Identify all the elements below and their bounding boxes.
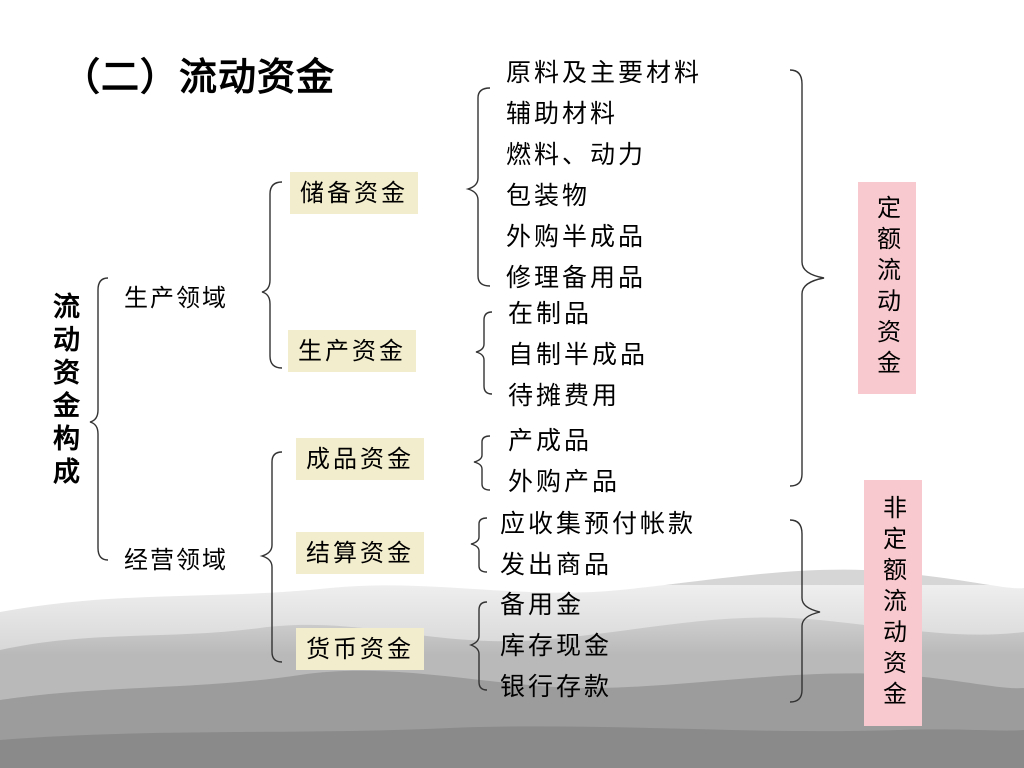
finished-items: 产成品 外购产品 [508, 420, 620, 502]
finished-items-brace [473, 435, 491, 491]
list-item: 产成品 [508, 426, 593, 455]
list-item: 发出商品 [500, 550, 613, 579]
quota-brace [789, 69, 825, 487]
monetary-items: 备用金 库存现金 银行存款 [500, 584, 612, 707]
list-item: 自制半成品 [508, 340, 649, 369]
list-item: 在制品 [508, 299, 593, 328]
list-item: 燃料、动力 [506, 140, 647, 169]
list-item: 辅助材料 [506, 99, 619, 128]
list-item: 库存现金 [500, 631, 613, 660]
production-items-brace [475, 311, 493, 395]
quota-fund-label: 定额流动资金 [858, 182, 916, 394]
list-item: 包装物 [506, 181, 591, 210]
list-item: 备用金 [500, 590, 585, 619]
operation-brace [259, 451, 283, 663]
reserve-brace [465, 87, 491, 287]
fund-reserve-box: 储备资金 [290, 172, 418, 214]
list-item: 待摊费用 [508, 381, 621, 410]
list-item: 原料及主要材料 [506, 58, 703, 87]
non-quota-fund-label: 非定额流动资金 [864, 480, 922, 726]
settlement-items: 应收集预付帐款 发出商品 [500, 503, 696, 585]
list-item: 外购产品 [508, 467, 621, 496]
reserve-items: 原料及主要材料 辅助材料 燃料、动力 包装物 外购半成品 修理备用品 [506, 52, 702, 298]
non-quota-brace [789, 519, 821, 703]
fund-monetary-box: 货币资金 [296, 628, 424, 670]
fund-settlement-box: 结算资金 [296, 532, 424, 574]
root-label: 流动资金构成 [48, 292, 79, 490]
root-brace [89, 277, 109, 561]
domain-production: 生产领域 [124, 284, 228, 312]
non-quota-fund-text: 非定额流动资金 [878, 494, 907, 712]
list-item: 银行存款 [500, 672, 613, 701]
settlement-items-brace [470, 517, 488, 573]
list-item: 修理备用品 [506, 263, 647, 292]
list-item: 应收集预付帐款 [500, 509, 697, 538]
page-title: （二）流动资金 [62, 55, 336, 99]
monetary-items-brace [469, 601, 488, 691]
domain-operation: 经营领域 [124, 546, 228, 574]
fund-production-box: 生产资金 [288, 330, 416, 372]
list-item: 外购半成品 [506, 222, 647, 251]
production-items: 在制品 自制半成品 待摊费用 [508, 293, 648, 416]
production-brace [261, 181, 283, 369]
fund-finished-box: 成品资金 [296, 438, 424, 480]
quota-fund-text: 定额流动资金 [872, 195, 901, 381]
